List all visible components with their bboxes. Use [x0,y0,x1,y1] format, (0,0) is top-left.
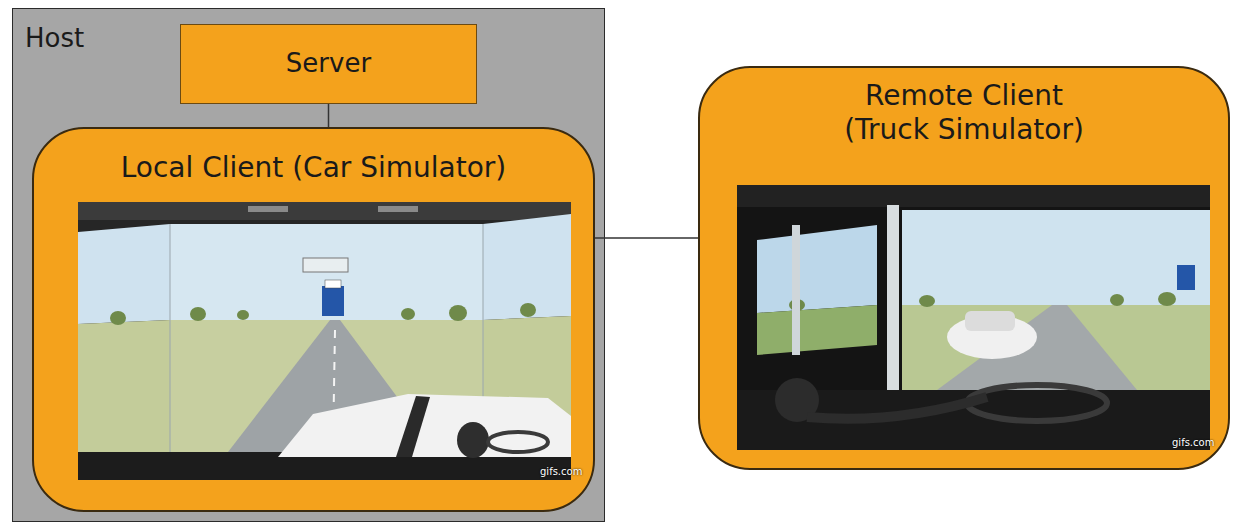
illustration-part [1177,265,1195,290]
illustration-part [322,286,344,316]
illustration-part [965,311,1015,331]
server-box: Server [180,24,477,104]
illustration-part [333,330,335,447]
node-title: Remote Client (Truck Simulator) [774,79,1154,146]
local-client-box: Local Client (Car Simulator) [32,127,595,512]
illustration-part [78,202,571,220]
illustration-part [483,316,571,452]
illustration-part [110,311,126,325]
remote-client-box: Remote Client (Truck Simulator) [698,66,1230,470]
connector-line [595,237,698,239]
illustration-part [757,225,877,313]
connector-line [328,104,330,127]
illustration-part [170,320,483,452]
illustration-part [789,292,1176,311]
illustration-part [190,307,206,321]
illustration-part [78,452,571,480]
illustration-part [228,320,438,452]
illustration-part [887,205,899,390]
illustration-part [737,185,1210,207]
illustration-part [401,308,415,320]
illustration-part [1110,294,1124,306]
illustration-part [483,224,484,452]
host-region: HostServerLocal Client (Car Simulator) [12,8,605,522]
node-title: Local Client (Car Simulator) [121,151,507,185]
illustration-part [378,206,418,212]
illustration-part [775,378,819,422]
illustration-part [737,185,1210,450]
illustration-part [457,422,489,458]
illustration-part [967,385,1107,421]
watermark: gifs.com [540,466,582,477]
illustration-part [937,305,1137,390]
illustration-part [792,225,800,355]
illustration-part [902,210,1210,305]
illustration-part [396,396,430,457]
illustration-part [237,310,249,320]
region-label: Host [25,23,84,54]
illustration-part [737,390,1210,450]
illustration-part [78,320,170,464]
illustration-part [947,315,1037,359]
illustration-part [1158,292,1176,306]
truck-simulator-photo [737,185,1210,450]
illustration-part [757,305,877,355]
illustration-part [170,224,171,452]
illustration-part [520,303,536,317]
car-simulator-photo [78,202,571,480]
illustration-part [110,303,536,325]
illustration-part [807,397,987,419]
illustration-part [78,224,170,324]
illustration-part [902,305,1210,390]
watermark: gifs.com [1172,437,1214,448]
illustration-part [488,432,548,452]
illustration-part [449,305,467,321]
illustration-part [325,280,341,288]
illustration-part [170,224,483,320]
illustration-part [789,299,805,311]
illustration-part [78,202,571,480]
illustration-part [919,295,935,307]
illustration-part [278,394,571,457]
illustration-part [248,206,288,212]
illustration-part [483,214,571,320]
illustration-part [303,258,348,272]
node-title: Server [286,48,371,79]
